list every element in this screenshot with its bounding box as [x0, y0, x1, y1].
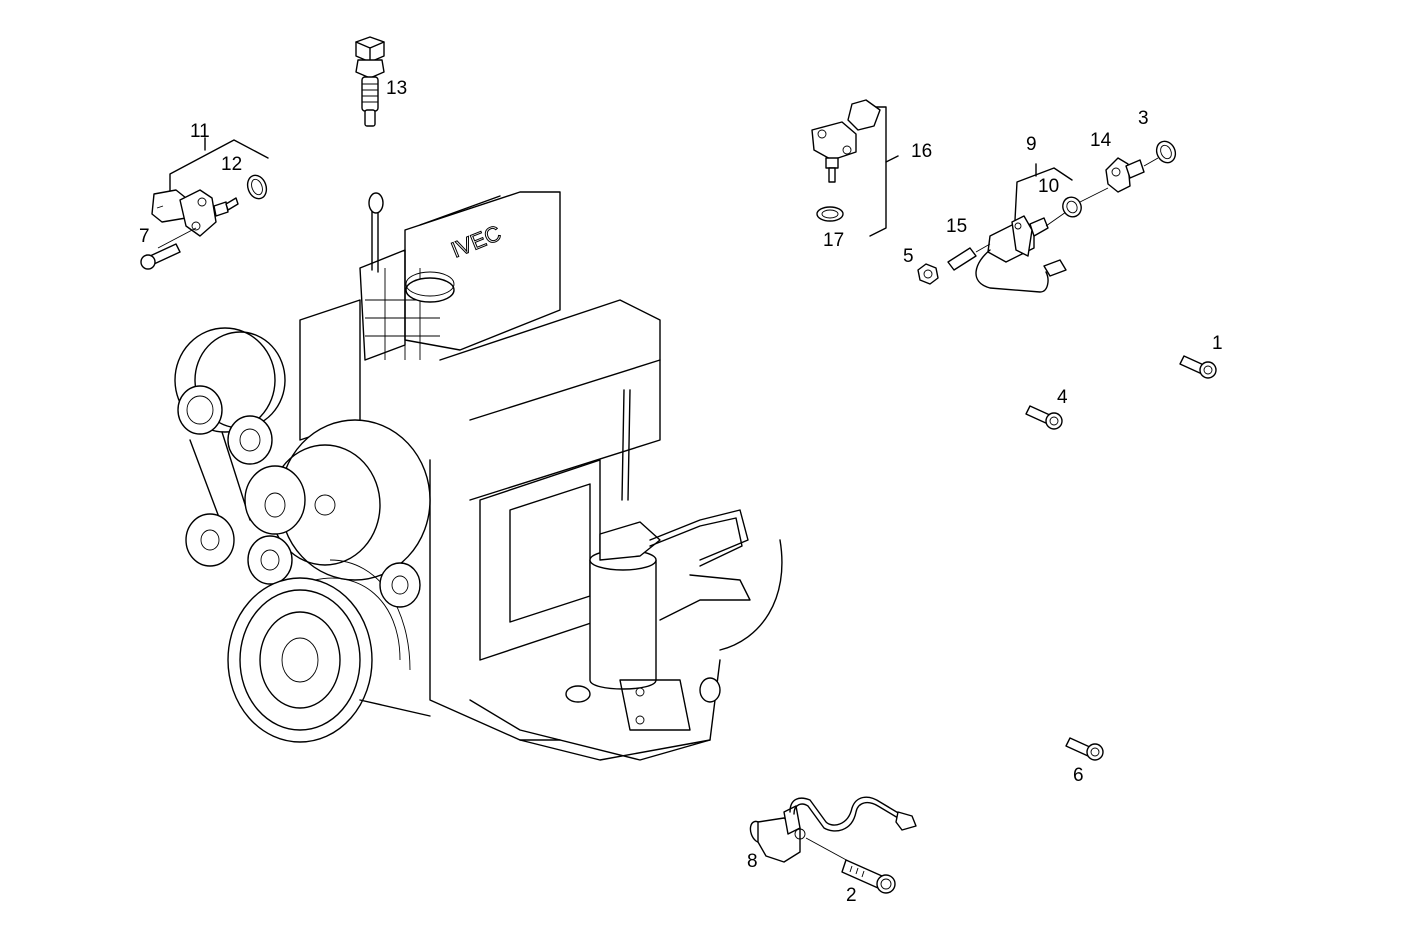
part-6-bolt-icon — [1065, 737, 1104, 761]
part-1-bolt-icon — [1179, 355, 1217, 379]
callout-9: 9 — [1026, 134, 1037, 155]
part-13-sender-icon — [355, 36, 385, 127]
callout-13: 13 — [386, 78, 408, 99]
part-4-bolt-icon — [1025, 405, 1063, 430]
part-10-seal-ring-icon — [1062, 187, 1109, 218]
callout-8: 8 — [747, 851, 758, 872]
engine-block-illustration: IVEC — [174, 191, 783, 761]
part-16-pressure-sensor-icon — [811, 99, 899, 237]
part-5-nut-icon — [917, 263, 939, 285]
callout-7: 7 — [139, 226, 150, 247]
part-8-sensor-harness-icon — [749, 796, 917, 863]
callout-4: 4 — [1057, 387, 1068, 408]
engine-brand-mark: IVEC — [448, 220, 505, 262]
callout-5: 5 — [903, 246, 914, 267]
callout-6: 6 — [1073, 765, 1084, 786]
callout-12: 12 — [221, 154, 243, 175]
callout-1: 1 — [1212, 333, 1223, 354]
part-14-sensor-icon — [1105, 157, 1159, 193]
callout-11: 11 — [190, 121, 210, 142]
part-15-stud-icon — [947, 243, 991, 271]
part-9-sensor-assembly-icon — [975, 163, 1073, 293]
part-3-seal-ring-icon — [1155, 140, 1177, 164]
callout-16: 16 — [911, 141, 933, 162]
part-12-seal-ring-icon — [246, 174, 268, 200]
callout-15: 15 — [946, 216, 968, 237]
part-2-bolt-icon — [841, 859, 896, 894]
part-17-seal-ring-icon — [816, 206, 844, 222]
callout-17: 17 — [823, 230, 845, 251]
callout-2: 2 — [846, 885, 857, 906]
callout-3: 3 — [1138, 108, 1149, 129]
callout-10: 10 — [1038, 176, 1060, 197]
part-11-sensor-icon — [151, 137, 269, 249]
part-7-bolt-icon — [140, 243, 181, 270]
callout-14: 14 — [1090, 130, 1112, 151]
